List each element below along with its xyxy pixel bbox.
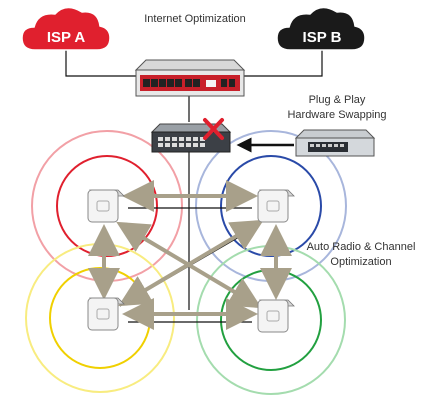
network-switch-icon [150, 123, 232, 153]
internet-optimization-label: Internet Optimization [144, 13, 246, 25]
isp-b-cloud: ISP B [276, 6, 366, 51]
channel-optimization-label: Optimization [330, 256, 391, 268]
access-point-icon [87, 297, 125, 331]
mesh-arrow-diag-b [118, 219, 264, 307]
access-point-icon [87, 189, 125, 223]
hardware-swapping-label: Hardware Swapping [287, 109, 386, 121]
plug-play-label: Plug & Play [309, 94, 366, 106]
isp-a-label: ISP A [47, 29, 86, 46]
firewall-device-icon [134, 59, 246, 97]
isp-a-cloud: ISP A [21, 6, 111, 51]
access-point-icon [257, 189, 295, 223]
link-isp-b [238, 44, 323, 77]
cloud-icon [21, 6, 111, 51]
isp-b-label: ISP B [303, 29, 342, 46]
access-point-icon [257, 299, 295, 333]
x-mark-icon [203, 118, 224, 140]
replacement-switch-icon [294, 129, 376, 157]
mesh-arrows [88, 180, 292, 330]
cloud-icon [276, 6, 366, 51]
link-isp-a [65, 44, 140, 77]
auto-radio-label: Auto Radio & Channel [307, 241, 416, 253]
